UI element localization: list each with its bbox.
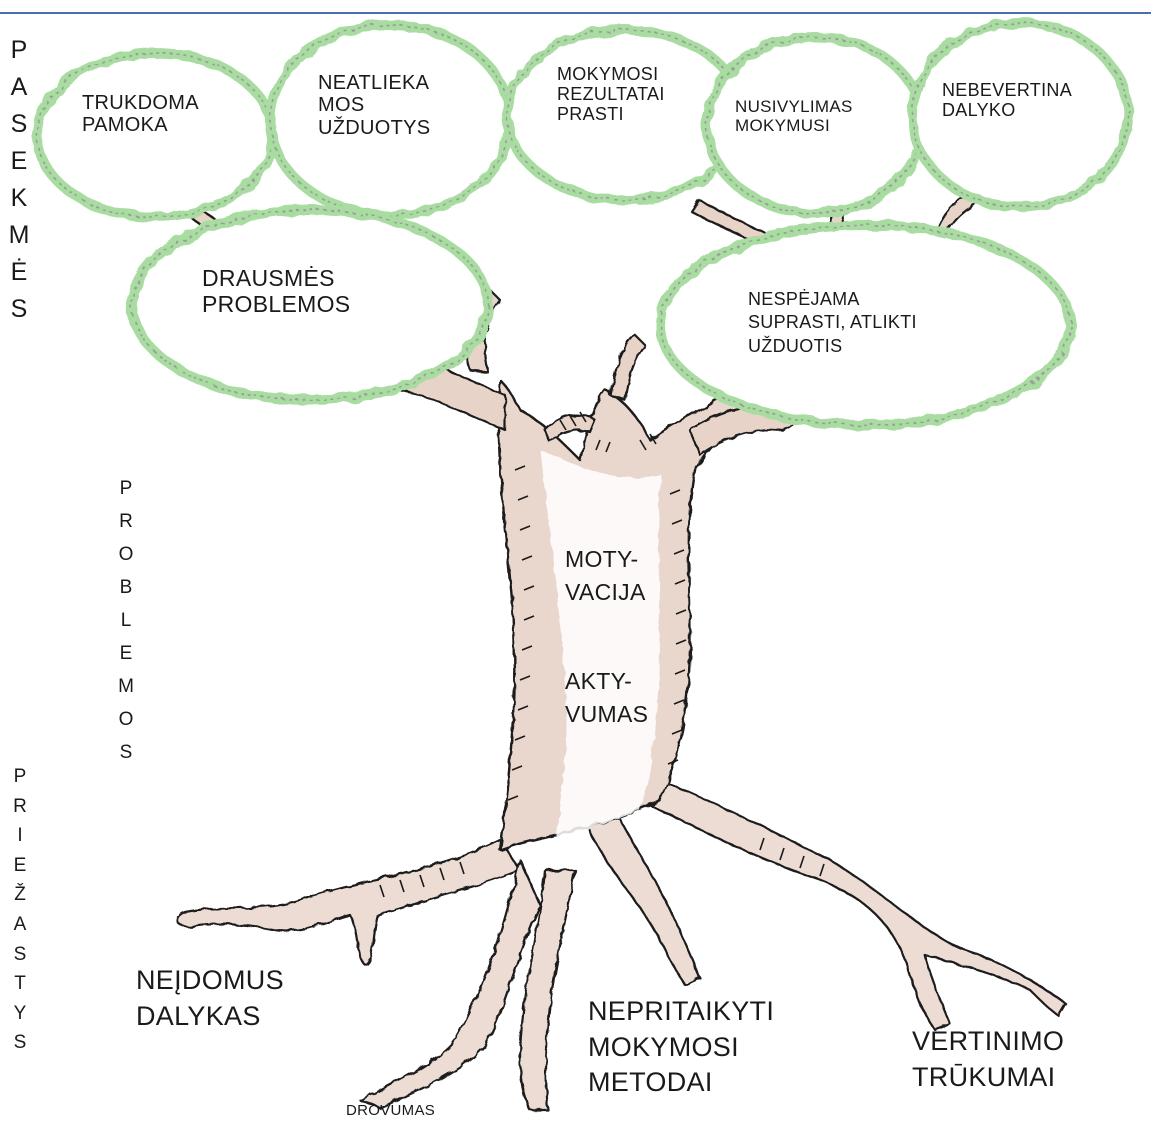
vertical-letter: S <box>8 940 32 970</box>
vertical-letter: S <box>114 736 138 769</box>
vertical-letter: S <box>4 291 34 328</box>
trunk-motyvacija: MOTY- VACIJA <box>565 543 646 610</box>
vertical-letter: K <box>4 180 34 217</box>
trunk <box>499 380 780 850</box>
vertical-letter: O <box>114 538 138 571</box>
vertical-letter: P <box>4 32 34 69</box>
vertical-letter: T <box>8 969 32 999</box>
vertical-letter: R <box>8 792 32 822</box>
vertical-letter: O <box>114 703 138 736</box>
root-nepritaikyti-metodai: NEPRITAIKYTI MOKYMOSI METODAI <box>588 994 774 1101</box>
vertical-letter: Ž <box>8 880 32 910</box>
root-neidomus-dalykas: NEĮDOMUS DALYKAS <box>136 962 284 1035</box>
vertical-letter: M <box>4 217 34 254</box>
vertical-letter: M <box>114 670 138 703</box>
vertical-letter: E <box>4 143 34 180</box>
vertical-letter: S <box>4 106 34 143</box>
node-drausmes-problemos: DRAUSMĖS PROBLEMOS <box>202 266 350 318</box>
root-right <box>640 780 1065 1030</box>
node-nusivylimas: NUSIVYLIMAS MOKYMUSI <box>735 97 853 135</box>
vertical-letter: P <box>8 762 32 792</box>
node-nespejama: NESPĖJAMA SUPRASTI, ATLIKTI UŽDUOTIS <box>748 288 917 358</box>
trunk-aktyvumas: AKTY- VUMAS <box>565 665 648 732</box>
node-neatlieka-uzduotys: NEATLIEKA MOS UŽDUOTYS <box>318 72 430 139</box>
vertical-letter: A <box>4 69 34 106</box>
node-nebevertina: NEBEVERTINA DALYKO <box>942 80 1072 120</box>
vertical-letter: P <box>114 472 138 505</box>
vertical-letter: Y <box>8 999 32 1029</box>
vertical-letter: L <box>114 604 138 637</box>
vertical-letter: E <box>8 851 32 881</box>
vertical-letter: R <box>114 505 138 538</box>
vertical-letter: B <box>114 571 138 604</box>
root-drovumas: DROVUMAS <box>346 1103 435 1120</box>
vertical-letter: Ė <box>4 254 34 291</box>
root-vertinimo-trukumai: VERTINIMO TRŪKUMAI <box>912 1024 1064 1095</box>
vertical-letter: I <box>8 821 32 851</box>
vertical-letter: S <box>8 1028 32 1058</box>
root-mid-right <box>585 810 700 985</box>
node-trukdoma-pamoka: TRUKDOMA PAMOKA <box>82 92 199 137</box>
vertical-letter: A <box>8 910 32 940</box>
vertical-letter: E <box>114 637 138 670</box>
node-mokymosi-rezultatai: MOKYMOSI REZULTATAI PRASTI <box>557 64 665 124</box>
root-left <box>177 840 520 965</box>
